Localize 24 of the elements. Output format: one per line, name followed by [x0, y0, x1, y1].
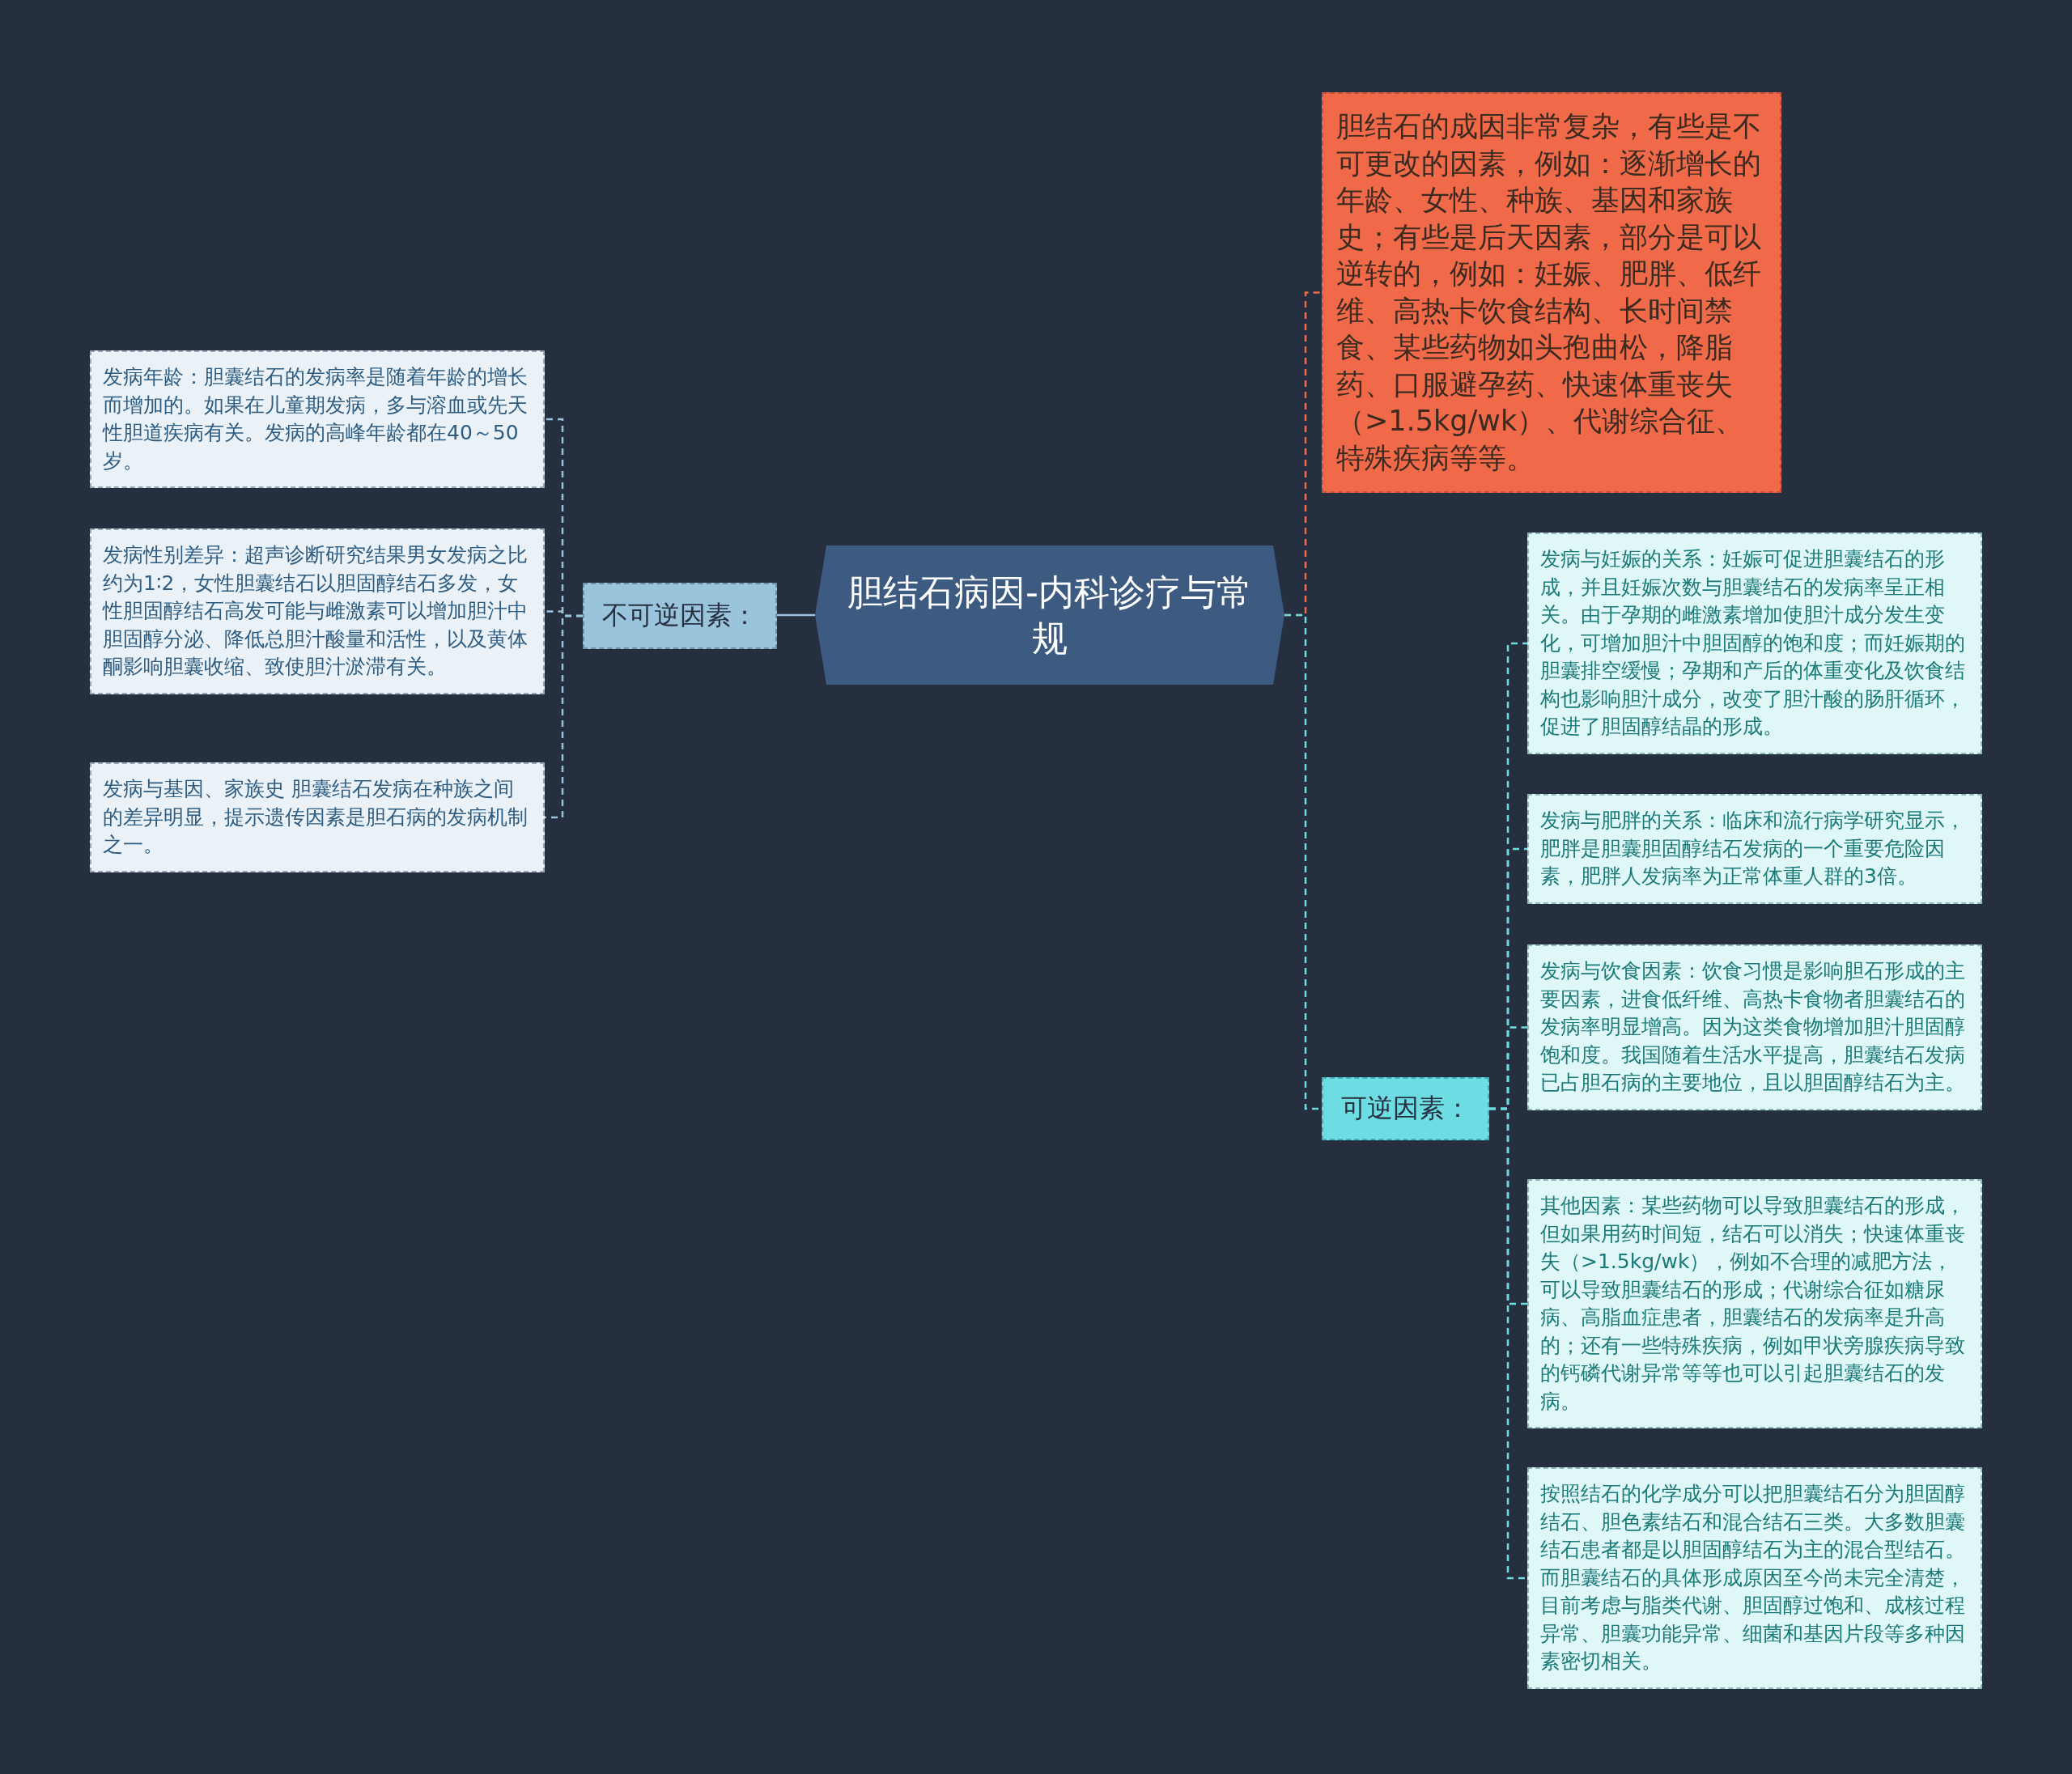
note-text: 发病与肥胖的关系：临床和流行病学研究显示，肥胖是胆囊胆固醇结石发病的一个重要危险因素，肥胖人发病率为正常体重人群的3倍。 — [1540, 808, 1966, 889]
note-text: 胆结石的成因非常复杂，有些是不可更改的因素，例如：逐渐增长的年龄、女性、种族、基因和家族史；有些是后天因素，部分是可以逆转的，例如：妊娠、肥胖、低纤维、高热卡饮食结构、长时间禁食、某些药物如头孢曲松，降脂药、口服避孕药、快速体重丧失（>1.5kg/wk）、代谢综合征、特殊疾病等等。 — [1336, 109, 1762, 476]
note-box — [1527, 794, 1982, 904]
branch-label: 不可逆因素： — [601, 599, 758, 633]
note-box — [90, 762, 545, 872]
note-box — [1527, 1467, 1982, 1689]
note-box — [1527, 944, 1982, 1110]
note-box — [90, 350, 545, 488]
note-text: 发病性别差异：超声诊断研究结果男女发病之比约为1∶2，女性胆囊结石以胆固醇结石多发，女性胆固醇结石高发可能与雌激素可以增加胆汁中胆固醇分泌、降低总胆汁酸量和活性，以及黄体酮影响胆囊收缩、致使胆汁淤滞有关。 — [103, 542, 529, 680]
branch-label: 可逆因素： — [1340, 1092, 1471, 1126]
note-box — [90, 528, 545, 694]
branch-box — [583, 583, 777, 649]
note-text: 按照结石的化学成分可以把胆囊结石分为胆固醇结石、胆色素结石和混合结石三类。大多数胆囊结石患者都是以胆固醇结石为主的混合型结石。而胆囊结石的具体形成原因至今尚未完全清楚，目前考虑与脂类代谢、胆固醇过饱和、成核过程异常、胆囊功能异常、细菌和基因片段等多种因素密切相关。 — [1540, 1481, 1966, 1674]
note-box — [1527, 533, 1982, 754]
connector-line — [1489, 1107, 1527, 1580]
note-text: 发病与妊娠的关系：妊娠可促进胆囊结石的形成，并且妊娠次数与胆囊结石的发病率呈正相关。由于孕期的雌激素增加使胆汁成分发生变化，可增加胆汁中胆固醇的饱和度；而妊娠期的胆囊排空缓慢；孕期和产后的体重变化及饮食结构也影响胆汁成分，改变了胆汁酸的肠肝循环，促进了胆固醇结晶的形成。 — [1540, 546, 1966, 740]
topic-title: 胆结石病因-内科诊疗与常规 — [847, 570, 1252, 660]
branch-box — [1322, 1077, 1489, 1140]
summary-box — [1322, 92, 1781, 493]
note-box — [1527, 1179, 1982, 1428]
note-text: 发病与饮食因素：饮食习惯是影响胆石形成的主要因素，进食低纤维、高热卡食物者胆囊结石的发病率明显增高。因为这类食物增加胆汁胆固醇饱和度。我国随着生活水平提高，胆囊结石发病已占胆石病的主要地位，且以胆固醇结石为主。 — [1540, 958, 1966, 1096]
note-text: 发病年龄：胆囊结石的发病率是随着年龄的增长而增加的。如果在儿童期发病，多与溶血或先天性胆道疾病有关。发病的高峰年龄都在40～50岁。 — [103, 364, 529, 474]
note-text: 发病与基因、家族史 胆囊结石发病在种族之间的差异明显，提示遗传因素是胆石病的发病机制之一。 — [103, 776, 529, 858]
note-text: 其他因素：某些药物可以导致胆囊结石的形成，但如果用药时间短，结石可以消失；快速体重丧失（>1.5kg/wk），例如不合理的减肥方法，可以导致胆囊结石的形成；代谢综合征如糖尿病、高脂血症患者，胆囊结石的发病率是升高的；还有一些特殊疾病，例如甲状旁腺疾病导致的钙磷代谢异常等等也可以引起胆囊结石的发病。 — [1540, 1193, 1966, 1415]
